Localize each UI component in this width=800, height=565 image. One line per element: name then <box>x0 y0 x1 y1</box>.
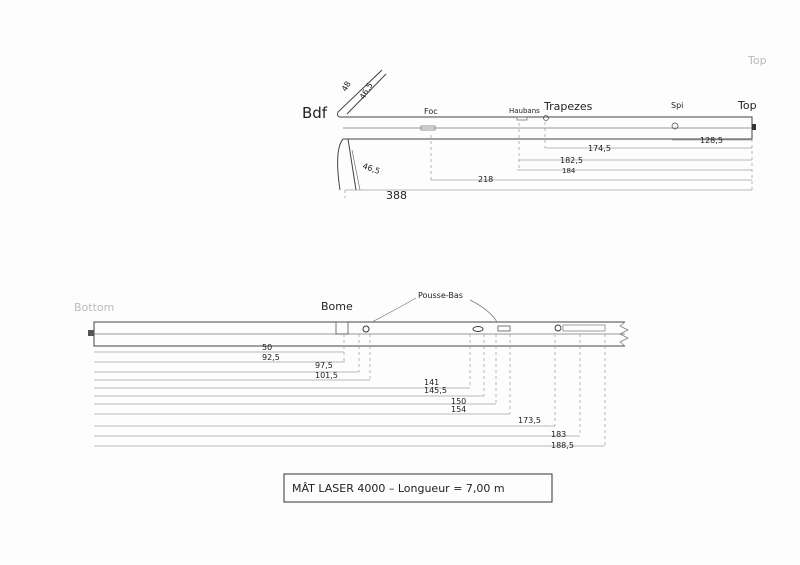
bdf-label: Bdf <box>302 104 328 122</box>
dim-218: 218 <box>478 175 493 184</box>
caption-box: MÂT LASER 4000 – Longueur = 7,00 m <box>283 473 553 503</box>
dim-145-5: 145,5 <box>424 386 447 395</box>
dim-50: 50 <box>262 343 272 352</box>
bome-ring <box>362 325 370 333</box>
dim-388: 388 <box>386 189 407 202</box>
trapezes-fitting <box>543 115 549 121</box>
pousse-bas-leader-2 <box>469 299 498 323</box>
dim-97-5: 97,5 <box>315 361 333 370</box>
top-label: Top <box>737 99 757 112</box>
haubans-label: Haubans <box>509 107 540 115</box>
caption-text: MÂT LASER 4000 – Longueur = 7,00 m <box>292 482 505 495</box>
spi-fitting <box>671 122 679 130</box>
dim-128-5: 128,5 <box>700 136 723 145</box>
corner-label: Top <box>747 54 767 67</box>
dim-173-5: 173,5 <box>518 416 541 425</box>
dim-184: 184 <box>562 167 576 175</box>
dim-188-5: 188,5 <box>551 441 574 450</box>
upper-shroud <box>337 69 383 118</box>
bottom-mast-section: Bottom Bome Pousse-Bas <box>74 291 629 450</box>
lower-shroud <box>337 138 344 191</box>
angle-label-1: 48 <box>340 80 353 93</box>
angle-label-3: 46,5 <box>361 161 381 176</box>
dim-141: 141 <box>424 378 439 387</box>
dim-182-5: 182,5 <box>560 156 583 165</box>
dim-174-5: 174,5 <box>588 144 611 153</box>
foc-label: Foc <box>424 107 438 116</box>
dim-154: 154 <box>451 405 466 414</box>
pousse-bas-leader-1 <box>371 297 417 323</box>
bottom-mast-cap <box>88 330 94 336</box>
bome-label: Bome <box>321 300 353 313</box>
dim-92-5: 92,5 <box>262 353 280 362</box>
top-mast-cap <box>752 124 756 130</box>
pousse-bas-fitting-2 <box>497 325 511 332</box>
dim-101-5: 101,5 <box>315 371 338 380</box>
trapezes-label: Trapezes <box>543 100 593 113</box>
angle-label-2: 46,5 <box>358 81 375 101</box>
top-dimension-lines <box>344 122 753 198</box>
pousse-bas-fitting-1 <box>472 326 484 332</box>
haubans-fitting <box>516 116 528 121</box>
dim-150: 150 <box>451 397 466 406</box>
pousse-bas-label: Pousse-Bas <box>418 291 463 300</box>
foc-fitting <box>420 125 436 131</box>
upper-fitting-plate <box>562 324 606 332</box>
dim-183: 183 <box>551 430 566 439</box>
bome-fitting <box>335 321 349 335</box>
bottom-label: Bottom <box>74 301 114 314</box>
top-mast-section: Bdf Foc Haubans Trapezes Spi Top 48 46,5… <box>302 69 757 202</box>
bottom-dimension-lines <box>94 334 606 447</box>
spi-label: Spi <box>671 101 683 110</box>
upper-fitting-ring <box>554 324 562 332</box>
